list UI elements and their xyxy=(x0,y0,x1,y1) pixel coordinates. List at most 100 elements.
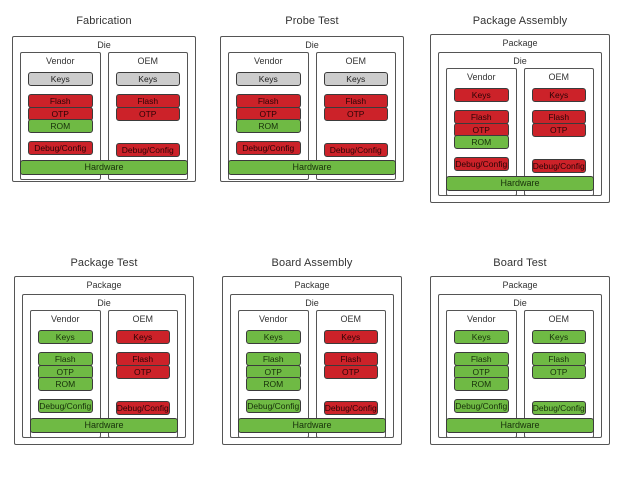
vendor-flash-block: Flash xyxy=(28,94,93,108)
vendor-rom-block: ROM xyxy=(236,119,301,134)
oem-spacer-after-keys xyxy=(324,86,389,94)
oem-rom-placeholder xyxy=(324,387,379,401)
oem-spacer-after-keys xyxy=(116,86,181,94)
vendor-rom-block: ROM xyxy=(454,377,509,392)
oem-flash-block: Flash xyxy=(115,352,170,366)
panel-title: Probe Test xyxy=(285,15,339,27)
vendor-keys-block: Keys xyxy=(454,330,509,344)
oem-rom-placeholder xyxy=(116,129,181,143)
hardware-row: Hardware xyxy=(13,159,195,175)
panel-title: Board Assembly xyxy=(271,257,353,269)
oem-rom-placeholder xyxy=(532,145,587,159)
oem-column-label: OEM xyxy=(132,314,153,324)
oem-spacer-before-debug xyxy=(116,379,171,387)
vendor-keys-block: Keys xyxy=(246,330,301,344)
oem-spacer-before-debug xyxy=(532,379,587,387)
oem-spacer-after-keys xyxy=(532,102,587,110)
oem-keys-block: Keys xyxy=(115,330,170,344)
oem-column-label: OEM xyxy=(548,72,569,82)
vendor-debug-config-block: Debug/Config xyxy=(236,141,301,156)
vendor-debug-config-block: Debug/Config xyxy=(28,141,93,156)
vendor-rom-block: ROM xyxy=(28,119,93,134)
oem-spacer-before-debug xyxy=(532,137,587,145)
oem-debug-config-block: Debug/Config xyxy=(531,158,586,173)
die-label: Die xyxy=(97,298,111,308)
oem-otp-block: OTP xyxy=(323,106,388,121)
hardware-block: Hardware xyxy=(30,417,178,433)
hardware-row: Hardware xyxy=(221,159,403,175)
oem-column-label: OEM xyxy=(345,56,366,66)
vendor-debug-config-block: Debug/Config xyxy=(38,399,93,414)
oem-debug-config-block: Debug/Config xyxy=(531,400,586,415)
vendor-spacer-before-debug xyxy=(28,133,93,141)
oem-rom-placeholder xyxy=(116,387,171,401)
vendor-flash-block: Flash xyxy=(38,352,93,366)
oem-keys-block: Keys xyxy=(115,72,180,86)
vendor-column-label: Vendor xyxy=(466,314,496,324)
package-label: Package xyxy=(86,280,122,290)
oem-rom-placeholder xyxy=(324,129,389,143)
vendor-spacer-after-keys xyxy=(454,344,509,352)
die-label: Die xyxy=(97,40,111,50)
oem-debug-config-block: Debug/Config xyxy=(115,400,170,415)
oem-spacer-after-keys xyxy=(116,344,171,352)
vendor-rom-block: ROM xyxy=(38,377,93,392)
oem-keys-block: Keys xyxy=(323,72,388,86)
oem-spacer-before-debug xyxy=(324,121,389,129)
oem-flash-block: Flash xyxy=(115,94,180,108)
vendor-flash-block: Flash xyxy=(454,352,509,366)
vendor-spacer-after-keys xyxy=(38,344,93,352)
hardware-row: Hardware xyxy=(23,417,185,433)
vendor-debug-config-block: Debug/Config xyxy=(454,399,509,414)
vendor-flash-block: Flash xyxy=(454,110,509,124)
vendor-column-label: Vendor xyxy=(253,56,283,66)
oem-flash-block: Flash xyxy=(323,352,378,366)
vendor-spacer-before-debug xyxy=(454,391,509,399)
oem-keys-block: Keys xyxy=(531,330,586,344)
hardware-block: Hardware xyxy=(238,417,386,433)
oem-column-label: OEM xyxy=(548,314,569,324)
oem-otp-block: OTP xyxy=(531,364,586,379)
oem-debug-config-block: Debug/Config xyxy=(323,400,378,415)
oem-spacer-before-debug xyxy=(324,379,379,387)
vendor-spacer-after-keys xyxy=(246,344,301,352)
oem-debug-config-block: Debug/Config xyxy=(115,142,180,157)
vendor-column-label: Vendor xyxy=(50,314,80,324)
vendor-spacer-before-debug xyxy=(454,149,509,157)
panel-title: Package Assembly xyxy=(472,15,568,27)
